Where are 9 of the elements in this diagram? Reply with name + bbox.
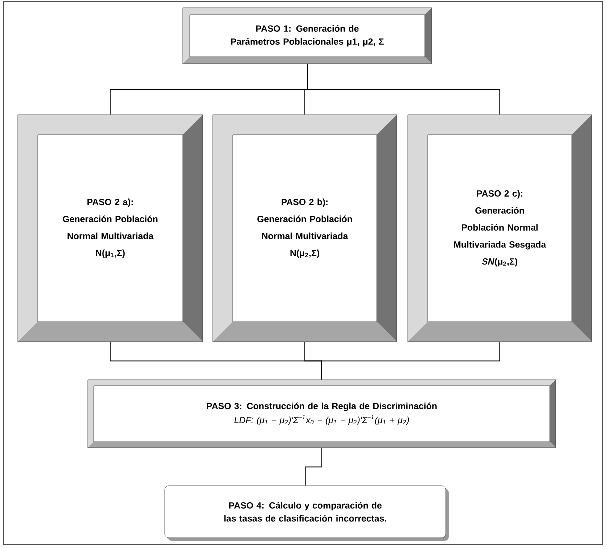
step-box: PASO 4: Cálculo y comparación de las tasas de clasificación incorrectas. xyxy=(164,486,449,541)
connector xyxy=(322,342,500,380)
step-box: PASO 2 c): Generación Población Normal Multivariada Sesgada SN(μ$_{2}$,Σ) xyxy=(408,114,592,342)
step-box: PASO 3: Construcción de la Regla de Discriminación LDF: (μ$_{1}$ − μ$_{2}$)'Σ$^{−1}$x$_{0}$ − (μ$_{1}$ − μ$_{2}$)'Σ$^{−1}$(μ$_{1}$ + μ$_{2}$) xyxy=(88,380,556,448)
connector xyxy=(305,448,322,486)
step-box: PASO 2 b): Generación Población Normal Multivariada N(μ$_{2}$,Σ) xyxy=(212,114,398,342)
step-box: PASO 1: Generación de Parámetros Poblacionales μ1, μ2, Σ xyxy=(182,8,432,64)
step-box: PASO 2 a): Generación Población Normal Multivariada N(μ$_{1}$,Σ) xyxy=(18,114,204,342)
connector xyxy=(307,64,500,116)
